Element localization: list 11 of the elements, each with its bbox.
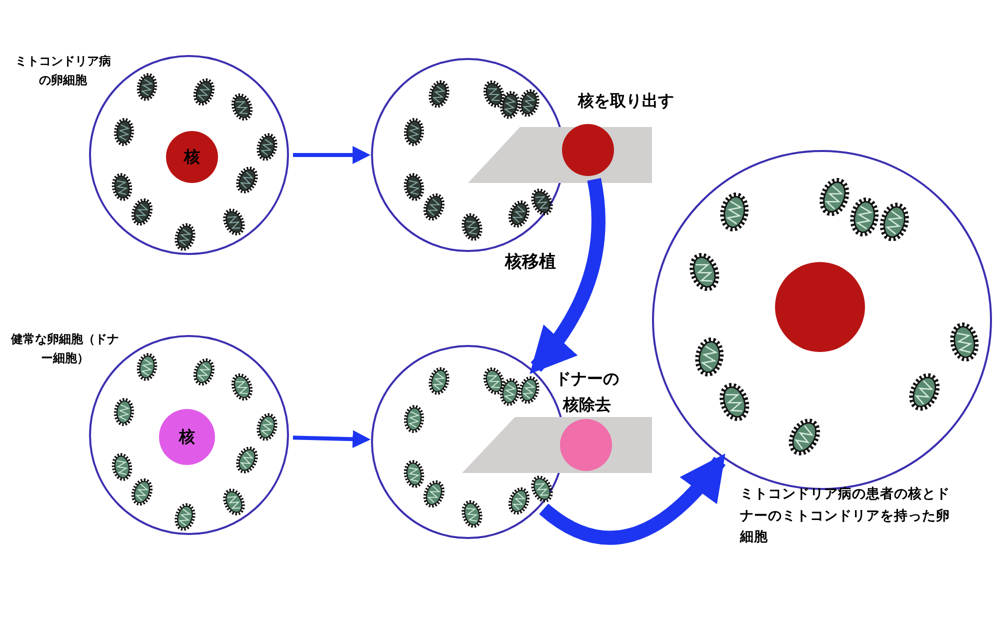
arrow — [293, 146, 371, 164]
cell-label: ミトコンドリア病の患者の核とドナーのミトコンドリアを持った卵細胞 — [740, 485, 951, 548]
cell-label: 健常な卵細胞（ドナー細胞） — [10, 331, 120, 368]
arrow — [292, 430, 371, 448]
cell-label: ミトコンドリア病の卵細胞 — [14, 53, 112, 90]
cell-label: ドナーの核除去 — [554, 368, 620, 416]
nucleus — [166, 131, 218, 183]
cell-label: 核を取り出す — [578, 90, 675, 112]
nucleus-label: 核 — [179, 426, 195, 448]
arrow — [530, 178, 606, 374]
nucleus-label: 核 — [184, 146, 200, 168]
